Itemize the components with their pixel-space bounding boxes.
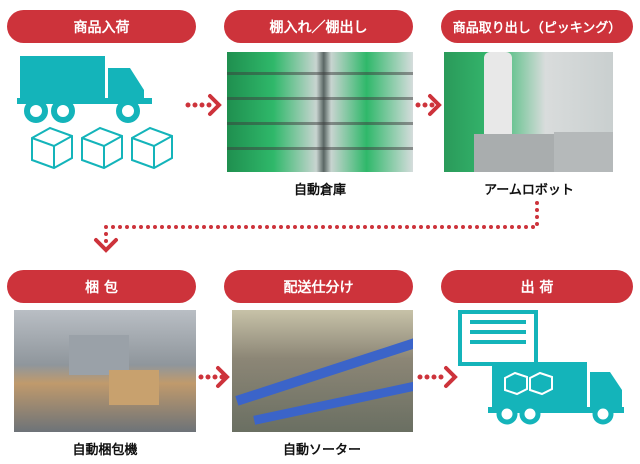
arrow-picking-to-packing [104, 201, 539, 245]
step-storage-label: 棚入れ／棚出し [224, 10, 413, 43]
chevron-right-icon [216, 366, 230, 388]
arm-robot-caption: アームロボット [484, 183, 574, 198]
auto-packing-caption: 自動梱包機 [72, 443, 138, 458]
arm-robot-photo [444, 52, 613, 172]
step-shipping-label: 出 荷 [441, 270, 633, 303]
boxes-icon [31, 126, 173, 170]
step-receiving-label: 商品入荷 [7, 10, 196, 43]
chevron-right-icon [444, 366, 458, 388]
auto-sorter-caption: 自動ソーター [282, 443, 361, 458]
chevron-down-icon [94, 238, 118, 253]
automated-warehouse-photo [227, 52, 413, 172]
auto-packing-machine-photo [14, 310, 196, 432]
shipping-truck-icon [458, 310, 624, 425]
chevron-right-icon [208, 94, 222, 116]
automated-warehouse-caption: 自動倉庫 [293, 183, 346, 198]
step-picking-label: 商品取り出し（ピッキング） [441, 10, 633, 43]
chevron-right-icon [428, 94, 442, 116]
step-sorting-label: 配送仕分け [224, 270, 413, 303]
truck-icon [17, 56, 152, 123]
auto-sorter-photo [232, 310, 413, 432]
step-packing-label: 梱 包 [7, 270, 196, 303]
